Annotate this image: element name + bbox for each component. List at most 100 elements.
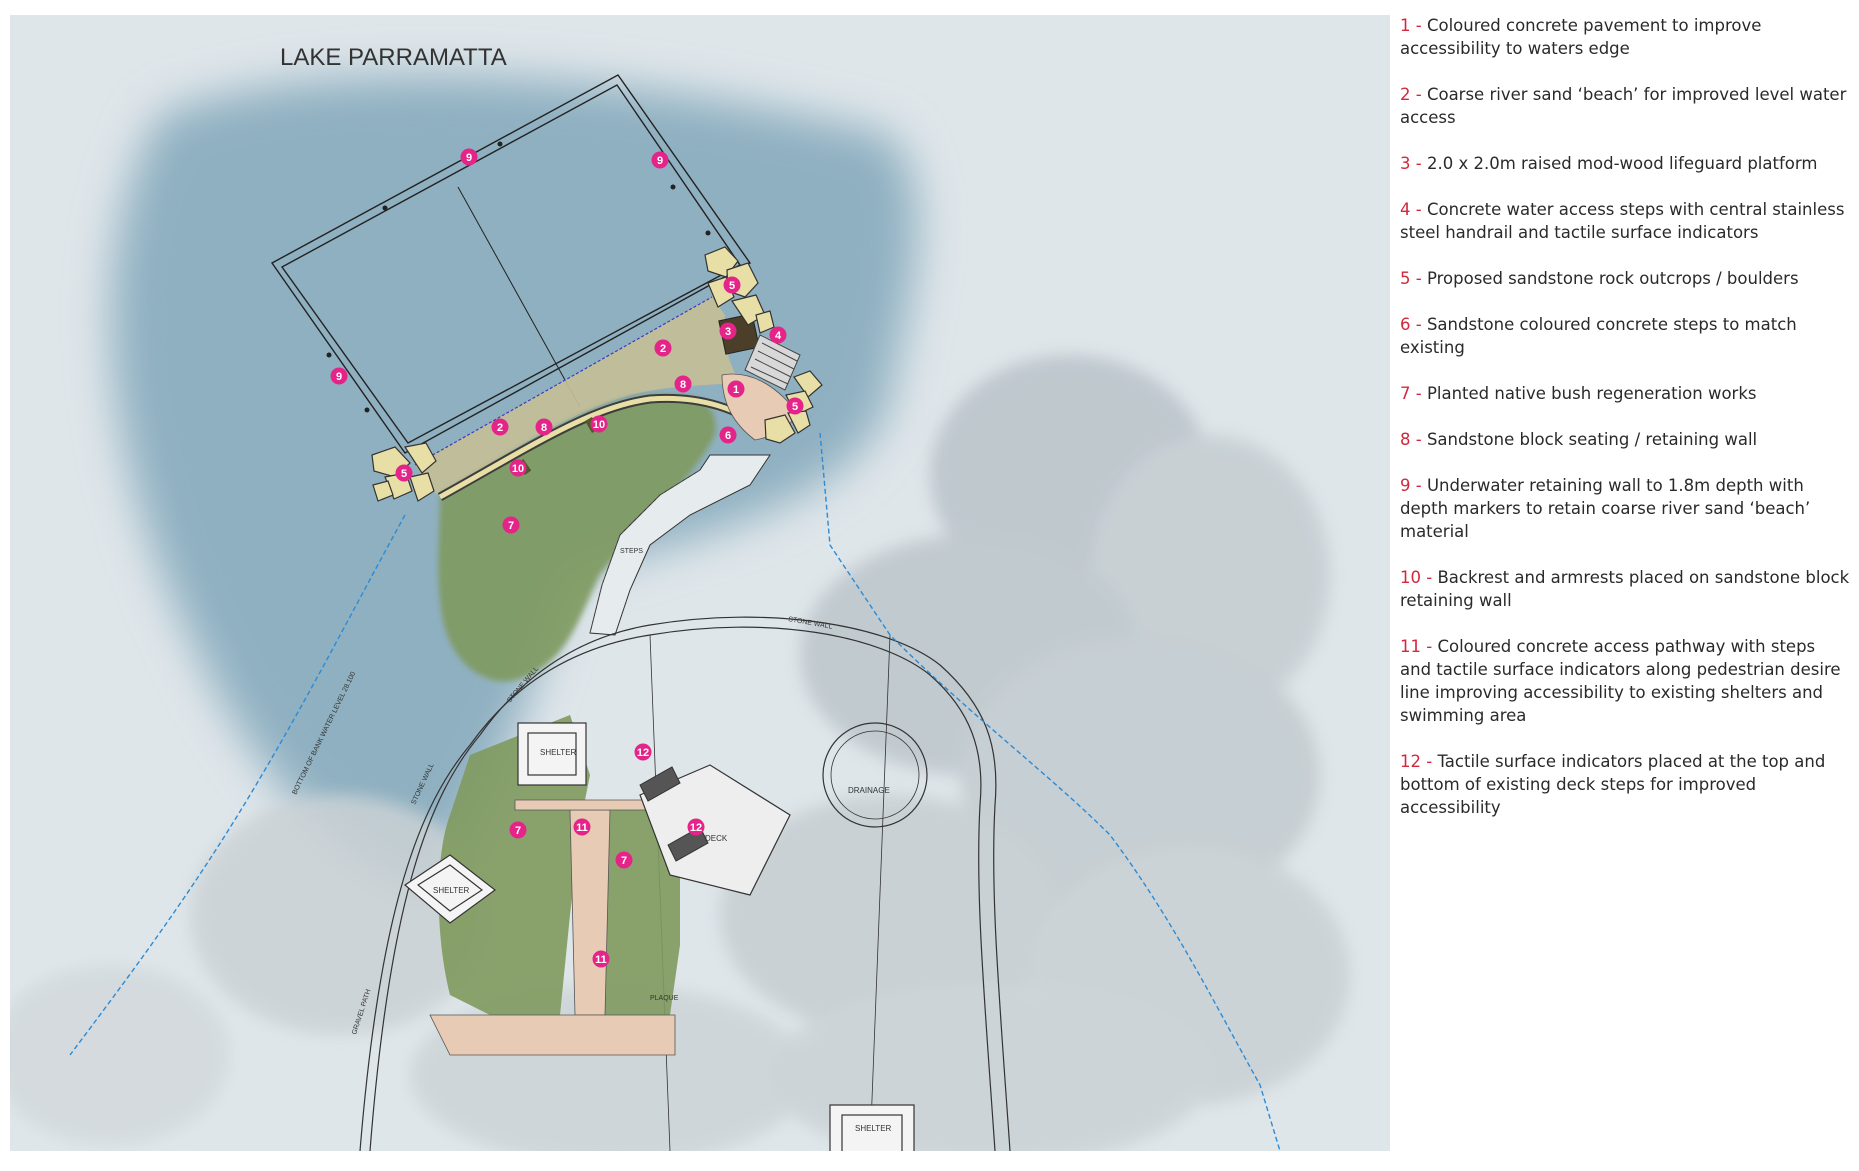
legend-item-12: 12 - Tactile surface indicators placed a… xyxy=(1400,750,1850,819)
legend-dash: - xyxy=(1410,16,1427,35)
marker-7 xyxy=(509,821,527,839)
legend-number: 8 xyxy=(1400,430,1411,449)
access-pathway-horizontal xyxy=(429,1014,676,1056)
depth-marker-dots xyxy=(326,141,711,413)
legend-number: 4 xyxy=(1400,200,1411,219)
marker-2 xyxy=(654,339,672,357)
marker-label: 7 xyxy=(508,520,514,532)
marker-5 xyxy=(395,464,413,482)
legend-dash: - xyxy=(1410,384,1427,403)
bush-area-southwest xyxy=(438,715,590,1015)
marker-1 xyxy=(727,380,745,398)
legend-dash: - xyxy=(1421,568,1438,587)
marker-label: 10 xyxy=(593,419,605,431)
legend: 1 - Coloured concrete pavement to improv… xyxy=(1400,14,1850,842)
legend-item-2: 2 - Coarse river sand ‘beach’ for improv… xyxy=(1400,83,1850,129)
legend-number: 5 xyxy=(1400,269,1411,288)
marker-12 xyxy=(634,743,652,761)
shelter-label-west: SHELTER xyxy=(433,886,470,895)
marker-5 xyxy=(786,397,804,415)
legend-item-4: 4 - Concrete water access steps with cen… xyxy=(1400,198,1850,244)
legend-dash: - xyxy=(1421,752,1438,771)
drainage-circle-inner xyxy=(830,730,920,820)
marker-label: 6 xyxy=(725,430,731,442)
legend-item-7: 7 - Planted native bush regeneration wor… xyxy=(1400,382,1850,405)
marker-label: 12 xyxy=(690,822,702,834)
legend-dash: - xyxy=(1410,430,1427,449)
legend-number: 6 xyxy=(1400,315,1411,334)
shelter-southeast xyxy=(829,1104,915,1151)
legend-text: Coloured concrete access pathway with st… xyxy=(1400,637,1841,725)
plaque-label: PLAQUE xyxy=(650,995,679,1002)
bush-area-north xyxy=(438,394,716,682)
legend-number: 2 xyxy=(1400,85,1411,104)
bottom-of-bank-line xyxy=(69,432,1281,1151)
legend-item-10: 10 - Backrest and armrests placed on san… xyxy=(1400,566,1850,612)
drainage-circle xyxy=(822,722,928,828)
marker-12 xyxy=(687,818,705,836)
deck-label: DECK xyxy=(705,834,728,843)
marker-11 xyxy=(573,818,591,836)
legend-text: Tactile surface indicators placed at the… xyxy=(1400,752,1826,817)
legend-number: 12 xyxy=(1400,752,1421,771)
legend-dash: - xyxy=(1410,85,1427,104)
marker-9 xyxy=(460,148,478,166)
marker-label: 9 xyxy=(657,155,663,167)
legend-number: 10 xyxy=(1400,568,1421,587)
marker-11 xyxy=(592,950,610,968)
bush-area-southeast xyxy=(590,805,680,1015)
legend-item-9: 9 - Underwater retaining wall to 1.8m de… xyxy=(1400,474,1850,543)
shelter-north xyxy=(517,722,587,786)
marker-label: 5 xyxy=(792,401,798,413)
legend-text: Proposed sandstone rock outcrops / bould… xyxy=(1426,269,1799,288)
legend-text: Backrest and armrests placed on sandston… xyxy=(1400,568,1850,610)
steps-centreline xyxy=(589,469,701,634)
water-access-steps xyxy=(744,334,801,391)
marker-5 xyxy=(723,276,741,294)
marker-8 xyxy=(674,375,692,393)
legend-dash: - xyxy=(1410,200,1427,219)
deck-tactile-steps xyxy=(639,766,709,862)
marker-label: 7 xyxy=(515,825,521,837)
drainage-label: DRAINAGE xyxy=(848,786,890,795)
marker-label: 4 xyxy=(775,330,782,342)
legend-dash: - xyxy=(1410,269,1427,288)
marker-2 xyxy=(491,418,509,436)
lake-title: LAKE PARRAMATTA xyxy=(280,44,507,71)
marker-4 xyxy=(769,326,787,344)
marker-10 xyxy=(509,459,527,477)
marker-7 xyxy=(615,851,633,869)
legend-text: Concrete water access steps with central… xyxy=(1400,200,1845,242)
legend-dash: - xyxy=(1421,637,1438,656)
legend-dash: - xyxy=(1410,476,1427,495)
legend-item-5: 5 - Proposed sandstone rock outcrops / b… xyxy=(1400,267,1850,290)
legend-text: 2.0 x 2.0m raised mod-wood lifeguard pla… xyxy=(1426,154,1818,173)
shelter-label-southeast: SHELTER xyxy=(855,1124,892,1133)
shelter-west xyxy=(404,854,496,924)
marker-label: 9 xyxy=(466,152,472,164)
legend-dash: - xyxy=(1410,154,1427,173)
marker-label: 8 xyxy=(680,379,686,391)
marker-label: 5 xyxy=(729,280,735,292)
shelter-label-north: SHELTER xyxy=(540,748,577,757)
marker-3 xyxy=(719,322,737,340)
marker-label: 12 xyxy=(637,747,649,759)
marker-8 xyxy=(535,418,553,436)
access-pathway-vertical xyxy=(569,809,611,1016)
steps-label: STEPS xyxy=(620,548,643,555)
legend-number: 3 xyxy=(1400,154,1411,173)
legend-item-1: 1 - Coloured concrete pavement to improv… xyxy=(1400,14,1850,60)
legend-number: 9 xyxy=(1400,476,1411,495)
marker-9 xyxy=(651,151,669,169)
legend-text: Underwater retaining wall to 1.8m depth … xyxy=(1400,476,1811,541)
legend-text: Sandstone block seating / retaining wall xyxy=(1426,430,1758,449)
deck xyxy=(639,764,791,896)
marker-label: 2 xyxy=(660,343,666,355)
underwater-retaining-wall xyxy=(270,74,752,454)
marker-10 xyxy=(590,415,608,433)
marker-label: 11 xyxy=(576,822,588,834)
legend-item-11: 11 - Coloured concrete access pathway wi… xyxy=(1400,635,1850,727)
marker-label: 5 xyxy=(401,468,407,480)
existing-steps-path xyxy=(589,454,771,636)
marker-label: 9 xyxy=(336,371,342,383)
